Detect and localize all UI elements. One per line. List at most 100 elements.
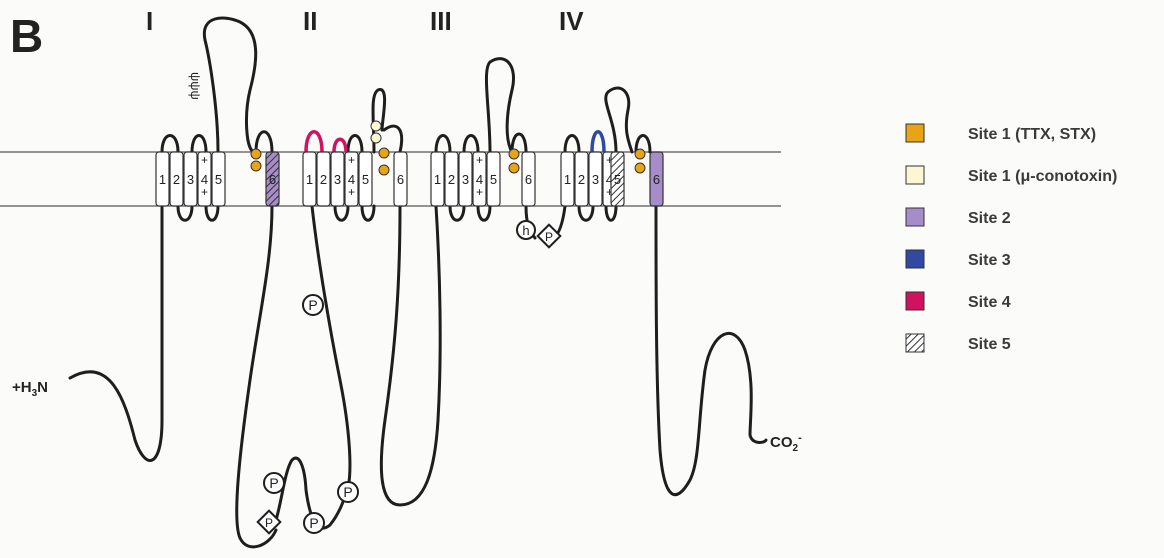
segment-s2	[574, 151, 589, 207]
phospho-site: P	[337, 481, 359, 503]
segment-number: 1	[306, 172, 313, 187]
legend-label: Site 5	[968, 336, 1011, 353]
segment-s1	[430, 151, 445, 207]
legend-swatch	[905, 291, 925, 311]
segment-s5	[358, 151, 373, 207]
ttx-site-residues	[250, 147, 646, 176]
legend-swatch	[905, 249, 925, 269]
domain-label-iv: IV	[559, 6, 584, 36]
domain-label-ii: II	[303, 6, 317, 36]
segment-number: 3	[334, 172, 341, 187]
segment-s4	[197, 151, 212, 207]
segment-s5	[211, 151, 226, 207]
inactivation-gate: h	[516, 220, 536, 240]
legend-label: Site 4	[968, 294, 1011, 311]
ttx-residue	[378, 147, 390, 159]
ttx-residue	[250, 148, 262, 160]
legend-label: Site 1 (TTX, STX)	[968, 126, 1096, 143]
segment-s1	[155, 151, 170, 207]
charge-mark: +	[201, 153, 208, 167]
domain-label-i: I	[146, 6, 153, 36]
segment-number: 5	[215, 172, 222, 187]
h-label: h	[522, 223, 529, 238]
charge-mark: +	[348, 185, 355, 199]
panel-label: B	[10, 10, 43, 62]
segment-number: 3	[187, 172, 194, 187]
segment-number: 4	[476, 172, 483, 187]
conotoxin-residue	[370, 132, 382, 144]
segment-s3	[458, 151, 473, 207]
ttx-residue	[378, 164, 390, 176]
segment-s2	[316, 151, 331, 207]
segment-number: 4	[348, 172, 355, 187]
ttx-residue	[508, 162, 520, 174]
glycosylation-marks: ψψψ	[188, 72, 203, 100]
legend-label: Site 1 (μ-conotoxin)	[968, 168, 1117, 185]
domain-label-iii: III	[430, 6, 452, 36]
segment-s3	[330, 151, 345, 207]
domain-labels: I II III IV	[146, 6, 584, 36]
segment-number: 5	[490, 172, 497, 187]
phospho-label: P	[308, 297, 317, 313]
segment-number: 2	[448, 172, 455, 187]
phospho-label: P	[343, 484, 352, 500]
segment-number: 4	[606, 172, 613, 187]
legend-swatch	[905, 123, 925, 143]
charge-mark: +	[606, 185, 613, 199]
segment-s4	[344, 151, 359, 207]
charge-mark: +	[476, 153, 483, 167]
phospho-label: P	[545, 230, 553, 244]
backbone	[68, 16, 768, 549]
segment-s2	[169, 151, 184, 207]
legend: Site 1 (TTX, STX) Site 1 (μ-conotoxin) Sit…	[905, 123, 1117, 353]
ttx-residue	[634, 162, 646, 174]
ttx-residue	[634, 148, 646, 160]
phospho-label: P	[269, 475, 278, 491]
phospho-site: P	[303, 512, 325, 534]
segment-number: 1	[564, 172, 571, 187]
phosphorylation-sites: P P P P P P h	[256, 220, 562, 535]
segment-s5	[486, 151, 501, 207]
segment-number: 1	[159, 172, 166, 187]
site4-loop-a	[304, 130, 324, 153]
phospho-label: P	[265, 516, 273, 530]
segment-number: 6	[653, 172, 660, 187]
segment-s6	[649, 151, 664, 207]
segment-number: 2	[320, 172, 327, 187]
charge-mark: +	[348, 153, 355, 167]
legend-label: Site 2	[968, 210, 1011, 227]
segment-s1	[302, 151, 317, 207]
phospho-diamond: P	[536, 223, 562, 249]
site4-loop-b	[332, 137, 348, 153]
segment-number: 6	[269, 172, 276, 187]
site3-loop	[590, 130, 606, 153]
phospho-diamond: P	[256, 509, 282, 535]
segment-s1	[560, 151, 575, 207]
ttx-residue	[250, 160, 262, 172]
phospho-site: P	[263, 472, 285, 494]
charge-mark: +	[606, 153, 613, 167]
segment-s6	[521, 151, 536, 207]
segment-s2	[444, 151, 459, 207]
phospho-site: P	[302, 294, 324, 316]
conotoxin-site-residues	[370, 120, 382, 144]
segment-number: 5	[614, 172, 621, 187]
segment-s3	[588, 151, 603, 207]
ttx-residue	[508, 148, 520, 160]
segment-s6	[265, 151, 280, 207]
conotoxin-residue	[370, 120, 382, 132]
phospho-label: P	[309, 515, 318, 531]
charge-mark: +	[476, 185, 483, 199]
segment-number: 6	[525, 172, 532, 187]
segment-number: 5	[362, 172, 369, 187]
segment-number: 2	[173, 172, 180, 187]
legend-swatch	[905, 207, 925, 227]
n-terminus-label: +H3N	[12, 379, 48, 399]
segment-number: 1	[434, 172, 441, 187]
legend-label: Site 3	[968, 252, 1011, 269]
segment-s3	[183, 151, 198, 207]
segment-s5	[610, 151, 625, 207]
legend-swatch	[905, 165, 925, 185]
